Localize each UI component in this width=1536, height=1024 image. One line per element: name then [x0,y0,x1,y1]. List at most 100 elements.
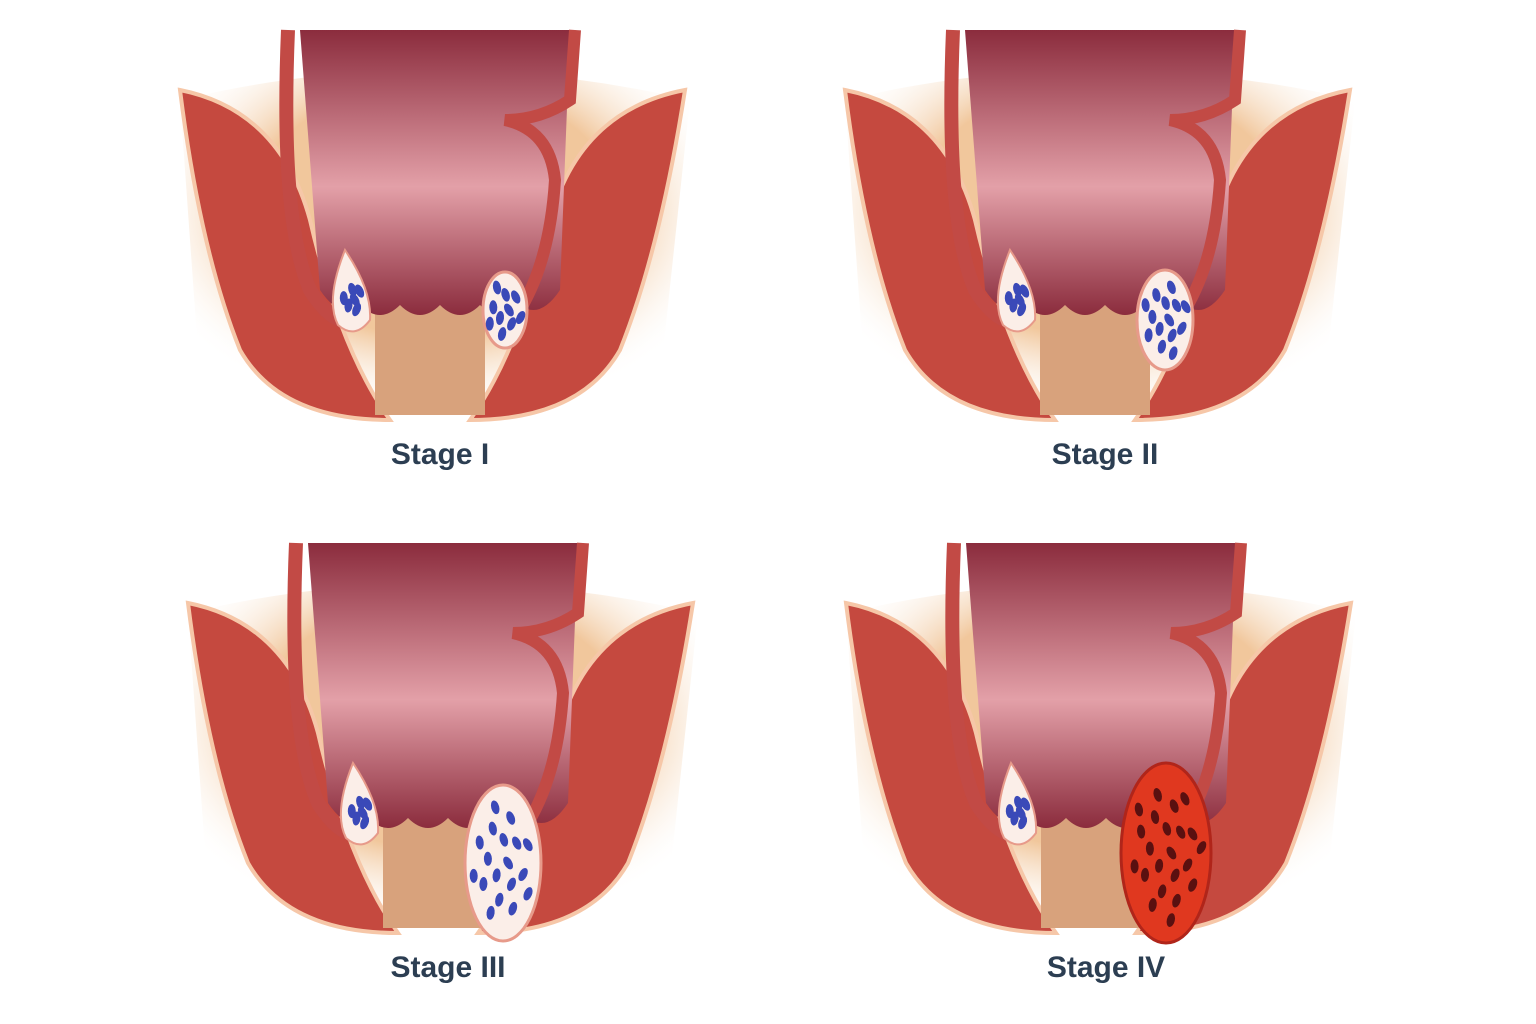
stage-4-illustration [843,542,1356,945]
stage-2-illustration [842,29,1355,423]
right-muscle [466,87,688,423]
vein-spot [1144,328,1153,343]
vein-spot [495,311,505,325]
vein-spot [1155,858,1164,873]
stage-2-label: Stage II [1051,438,1159,471]
vein-spot [1141,298,1150,313]
vein-spot [492,868,501,883]
vein-spot [1166,913,1176,927]
vein-spot [1145,841,1154,856]
vein-spot [1166,280,1176,295]
stage-1-illustration [177,29,690,423]
stage-1-panel: Stage I [160,20,720,500]
vein-spot [486,905,495,920]
vein-spot [515,310,526,325]
stage-4-panel: Stage IV [826,533,1386,1013]
vein-spot [492,280,502,295]
stage-2-panel: Stage II [825,20,1385,500]
vein-spot [506,811,516,825]
vein-spot [490,800,500,815]
vein-spot [499,832,509,847]
vein-spot [1020,797,1031,811]
vein-spot [1170,868,1180,882]
vein-spot [489,300,498,315]
rectal-wall-right [503,29,581,314]
vein-spot [1148,898,1157,912]
vein-spot [362,797,373,811]
vein-spot [1196,841,1207,855]
stage-3-illustration [185,542,698,943]
vein-spot [1157,339,1167,354]
vein-spot [522,838,533,852]
vein-spot [1137,824,1146,839]
vein-spot [503,856,514,870]
vein-spot [475,835,484,850]
vein-spot [1177,321,1187,335]
vein-spot [1171,298,1182,313]
vein-spot [1019,284,1030,298]
vein-spot [507,877,516,891]
stage-3-panel: Stage III [168,533,728,1013]
vein-spot [356,795,365,810]
rectal-wall-right [1168,29,1246,314]
vein-spot [488,821,497,836]
vein-spot [523,887,533,901]
vein-spot [1130,859,1139,874]
vein-spot [1157,884,1167,899]
vein-spot [1140,867,1150,882]
rectum-lumen [965,30,1235,315]
stage-4-label: Stage IV [1046,951,1166,984]
vein-spot [1014,795,1023,810]
vein-spot [1188,878,1198,892]
rectum-lumen [966,543,1236,828]
vein-spot [1187,827,1198,841]
vein-spot [495,892,504,907]
vein-spot [469,868,478,883]
vein-spot [511,290,521,304]
rectum-lumen [300,30,570,315]
vein-spot [501,287,510,302]
vein-spot [1013,282,1022,297]
vein-spot [1148,309,1157,324]
vein-spot [1153,788,1162,802]
vein-spot [507,317,517,331]
rectal-wall-right [1169,542,1247,827]
vein-spot [503,303,514,317]
vein-spot [1005,804,1014,819]
vein-spot [479,877,488,891]
vein-spot [339,291,348,306]
vein-spot [1180,792,1190,806]
vein-spot [352,302,362,317]
stage-1-label: Stage I [390,438,490,471]
vein-spot [1161,296,1170,310]
vein-spot [1172,893,1181,908]
vein-spot [1017,302,1027,317]
vein-spot [354,284,365,298]
vein-spot [1167,328,1177,343]
vein-spot [508,901,518,916]
rectum-lumen [308,543,578,828]
vein-spot [1180,300,1191,314]
vein-spot [485,316,494,331]
vein-spot [1168,346,1178,360]
vein-spot [497,327,507,341]
vein-spot [518,867,528,882]
rectal-wall-right [511,542,589,827]
vein-spot [1169,799,1179,813]
vein-spot [1162,821,1172,836]
vein-spot [347,804,356,819]
vein-spot [483,851,492,866]
vein-spot [512,836,522,850]
vein-spot [1155,321,1164,336]
vein-spot [1164,313,1175,327]
vein-spot [1166,846,1177,860]
vein-spot [348,282,357,297]
vein-spot [1018,815,1028,830]
vein-spot [1176,825,1186,839]
vein-spot [1182,858,1193,872]
vein-spot [1152,288,1161,302]
vein-spot [1004,291,1013,306]
stage-3-label: Stage III [390,951,506,984]
vein-spot [1150,810,1160,825]
right-hemorrhoid [463,783,543,943]
